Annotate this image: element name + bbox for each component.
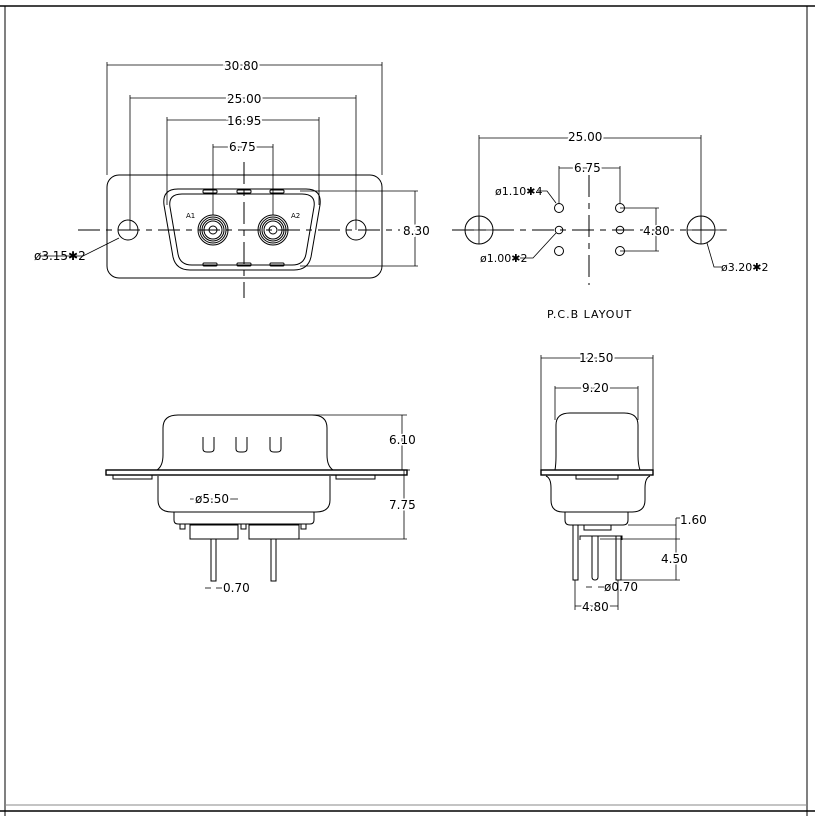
dim-shell-height: 8.30	[403, 224, 430, 238]
contact-housing	[248, 524, 300, 540]
pin	[270, 538, 277, 582]
dim-overall-width: 30.80	[224, 59, 258, 73]
dim-contact-pitch: 6.75	[229, 140, 256, 154]
pcb-dim-row-pitch: 4.80	[643, 224, 670, 238]
dim-shell-height-side: 6.10	[389, 433, 416, 447]
pcb-note-small-holes: ø1.10✱4	[495, 185, 542, 198]
dim-body-depth: 7.75	[389, 498, 416, 512]
dim-pin-diameter-end: ø0.70	[604, 580, 638, 594]
dim-flange-width: 12.50	[579, 351, 613, 365]
dim-standoff: 1.60	[680, 513, 707, 527]
dim-pin-length: 4.50	[661, 552, 688, 566]
pin	[591, 536, 599, 581]
pcb-layout-title: P.C.B LAYOUT	[547, 308, 632, 321]
dim-mount-hole-pitch: 25.00	[227, 92, 261, 106]
pcb-dim-mount-hole-pitch: 25.00	[568, 130, 602, 144]
pcb-layout: 25.00 6.75 4.80 ø1.10✱4 ø1.00✱2 ø3.20✱2 …	[452, 128, 768, 321]
dim-shell-width-end: 9.20	[582, 381, 609, 395]
pin	[572, 524, 579, 581]
end-view: 12.50 9.20 1.60 4.50 ø0.70 4.80	[540, 349, 707, 616]
contact-housing	[189, 524, 239, 540]
sheet-border	[0, 5, 815, 816]
shell-slots	[202, 437, 282, 453]
side-view: 6.10 7.75 ø5.50 0.70	[105, 414, 417, 595]
dim-shell-width: 16.95	[227, 114, 261, 128]
pcb-dim-contact-pitch: 6.75	[574, 161, 601, 175]
mount-hole-note: ø3.15✱2	[34, 249, 86, 263]
contact-label-a2: A2	[291, 212, 300, 220]
d-shell-inner	[169, 193, 315, 266]
dim-pin-spacing: 4.80	[582, 600, 609, 614]
contact-label-a1: A1	[186, 212, 195, 220]
pcb-note-contact-holes: ø1.00✱2	[480, 252, 527, 265]
pin	[210, 538, 217, 582]
dim-pin-diameter: 0.70	[223, 581, 250, 595]
dim-contact-diameter: ø5.50	[195, 492, 229, 506]
front-view: A1 A2 30.80 25.00 16.95 6.75 8.30 ø3.15✱…	[34, 57, 432, 298]
pin	[615, 535, 622, 581]
pcb-note-mount-holes: ø3.20✱2	[721, 261, 768, 274]
